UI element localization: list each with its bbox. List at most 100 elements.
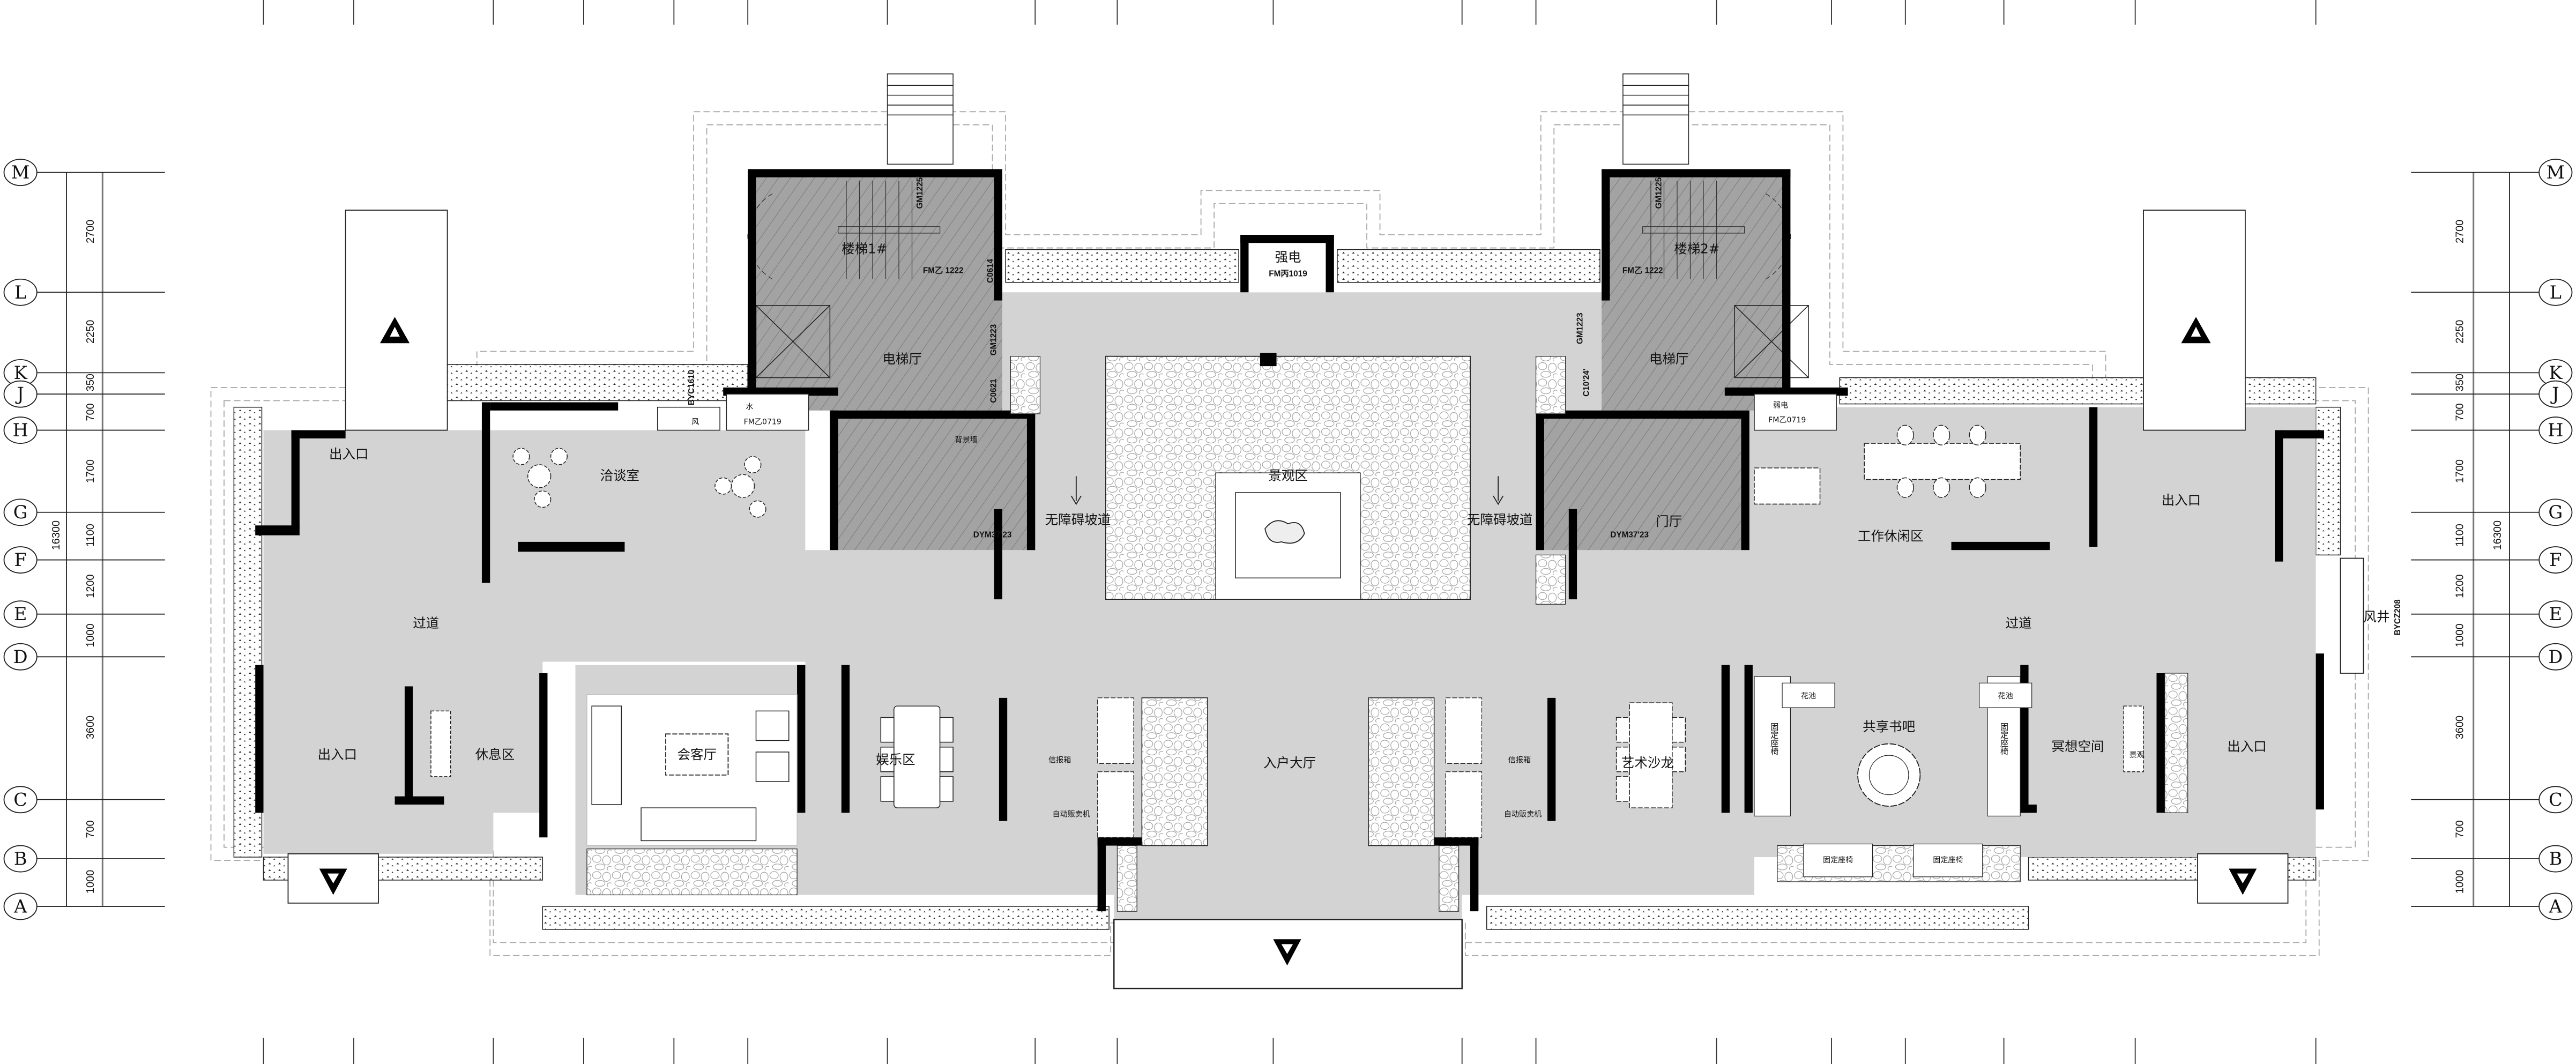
axis-label: L: [2550, 282, 2562, 303]
room-label: 电梯厅: [882, 351, 922, 367]
room-label: 信报箱: [1048, 756, 1071, 764]
axis-dimension: 350: [85, 374, 96, 391]
room-label: 固定座椅: [1933, 856, 1963, 865]
axis-label: C: [13, 789, 27, 810]
room-label: 自动贩卖机: [1052, 810, 1090, 819]
door-code: GM1223: [989, 324, 999, 356]
axis-dimension: 1200: [2454, 574, 2466, 598]
axis-label: E: [14, 604, 27, 624]
room-label: 会客厅: [677, 747, 717, 762]
room-label: 背景墙: [955, 436, 977, 444]
room-label: 出入口: [318, 747, 358, 762]
axis-dimension: 3600: [85, 716, 96, 739]
entertainment-table: [880, 705, 954, 808]
bench: [2123, 705, 2144, 772]
axis-dimension: 700: [2454, 403, 2466, 421]
entrance-arrow-icon: [2229, 868, 2257, 895]
flower-bed: [1979, 682, 2032, 708]
axis-dimension: 350: [2454, 374, 2466, 391]
room-label: 无障碍坡道: [1045, 512, 1111, 527]
window-code: BYCZ208: [2393, 599, 2402, 636]
fixed-seat: [1803, 843, 1873, 877]
room-label: 冥想空间: [2051, 739, 2104, 754]
stair-exit-right: [1622, 73, 1689, 165]
bench: [430, 710, 451, 777]
rock-icon: [1264, 520, 1305, 544]
room-label: 电梯厅: [1649, 351, 1688, 367]
room-label: 水: [746, 403, 753, 412]
axis-label: C: [2549, 789, 2563, 810]
door-code: FM乙0719: [1768, 416, 1806, 425]
axis-total-dimension: 16300: [50, 520, 62, 550]
window-code: C10'24': [1582, 369, 1591, 397]
axis-total-dimension: 16300: [2492, 520, 2504, 550]
room-label: 景观区: [1268, 467, 1308, 483]
axis-label: M: [11, 162, 30, 183]
axis-dimension: 1100: [2454, 524, 2466, 547]
room-label: 出入口: [2227, 739, 2266, 754]
axis-dimension: 1000: [2454, 623, 2466, 647]
right-axis-grid: M L K J H G F E D C B A 16300 2700 2250 …: [2411, 159, 2573, 920]
room-label: 工作休闲区: [1858, 529, 1924, 544]
landscape-strip: [2164, 673, 2188, 813]
bottom-grid-ticks: [263, 1037, 2317, 1064]
axis-dimension: 2700: [2454, 220, 2466, 243]
top-grid-ticks: [263, 0, 2317, 25]
axis-label: A: [13, 896, 27, 917]
door-code: FM丙1019: [1269, 270, 1307, 279]
door-window-codes: FM丙1019 GM1225' FM乙 1222 GM1223 C0614 C0…: [687, 175, 2402, 635]
window-code: BYC1610: [687, 370, 696, 405]
salon-table: [1615, 702, 1686, 808]
axis-label: D: [13, 646, 28, 667]
armchair: [755, 752, 790, 782]
weak-power-room: [1754, 393, 1837, 431]
room-label: 出入口: [2162, 492, 2201, 508]
fixed-seat: [1913, 843, 1983, 877]
axis-dimension: 1100: [85, 524, 96, 547]
negotiation-chairs: [512, 448, 766, 518]
door-code: GM1225': [915, 175, 925, 209]
reception-coffee-table: [665, 733, 729, 776]
room-label: 景观: [2130, 751, 2145, 760]
mailbox-cabinet: [1097, 697, 1134, 764]
room-label: 楼梯1#: [842, 241, 887, 257]
axis-label: H: [2548, 420, 2563, 441]
window-code: C0614: [986, 258, 995, 283]
floor-areas: [263, 292, 2316, 920]
room-label: 过道: [413, 615, 439, 631]
planter: [1439, 845, 1460, 912]
door-code: FM乙 1222: [1622, 266, 1663, 275]
room-label: 艺术沙龙: [1621, 755, 1674, 770]
room-label: 信报箱: [1508, 756, 1531, 764]
room-label: 出入口: [329, 447, 369, 462]
site-outline-inner: [224, 124, 2356, 943]
mailbox-cabinet: [1445, 697, 1483, 764]
pebble-planter: [1368, 697, 1435, 846]
room-label: 强电: [1275, 249, 1301, 265]
planter: [1535, 356, 1566, 414]
axis-dimension: 1200: [85, 574, 96, 598]
door-code: GM1225': [1654, 175, 1663, 209]
left-bottom-entry: [287, 853, 379, 904]
room-label: 花池: [1998, 692, 2013, 701]
right-bottom-entry: [2197, 853, 2289, 904]
entrance-arrow-icon: [2181, 317, 2211, 344]
wind-shaft: [657, 406, 720, 431]
axis-dimension: 1700: [2454, 459, 2466, 483]
axis-dimension: 1000: [85, 623, 96, 647]
room-label: 楼梯2#: [1674, 241, 1719, 257]
elevator-shaft-right: [1734, 305, 1809, 378]
column: [1260, 353, 1277, 367]
room-label: 休息区: [475, 747, 515, 762]
planter: [1535, 554, 1566, 605]
axis-dimension: 1700: [85, 459, 96, 483]
axis-dimension: 2250: [2454, 320, 2466, 344]
vending-machine: [1445, 771, 1483, 838]
power-room: [1248, 243, 1326, 293]
stair-treads-left: [747, 180, 941, 280]
axis-label: D: [2548, 646, 2563, 667]
room-label: 无障碍坡道: [1467, 512, 1533, 527]
axis-label: A: [2549, 896, 2563, 917]
round-table-inner: [1868, 755, 1909, 795]
axis-label: J: [2550, 384, 2559, 405]
